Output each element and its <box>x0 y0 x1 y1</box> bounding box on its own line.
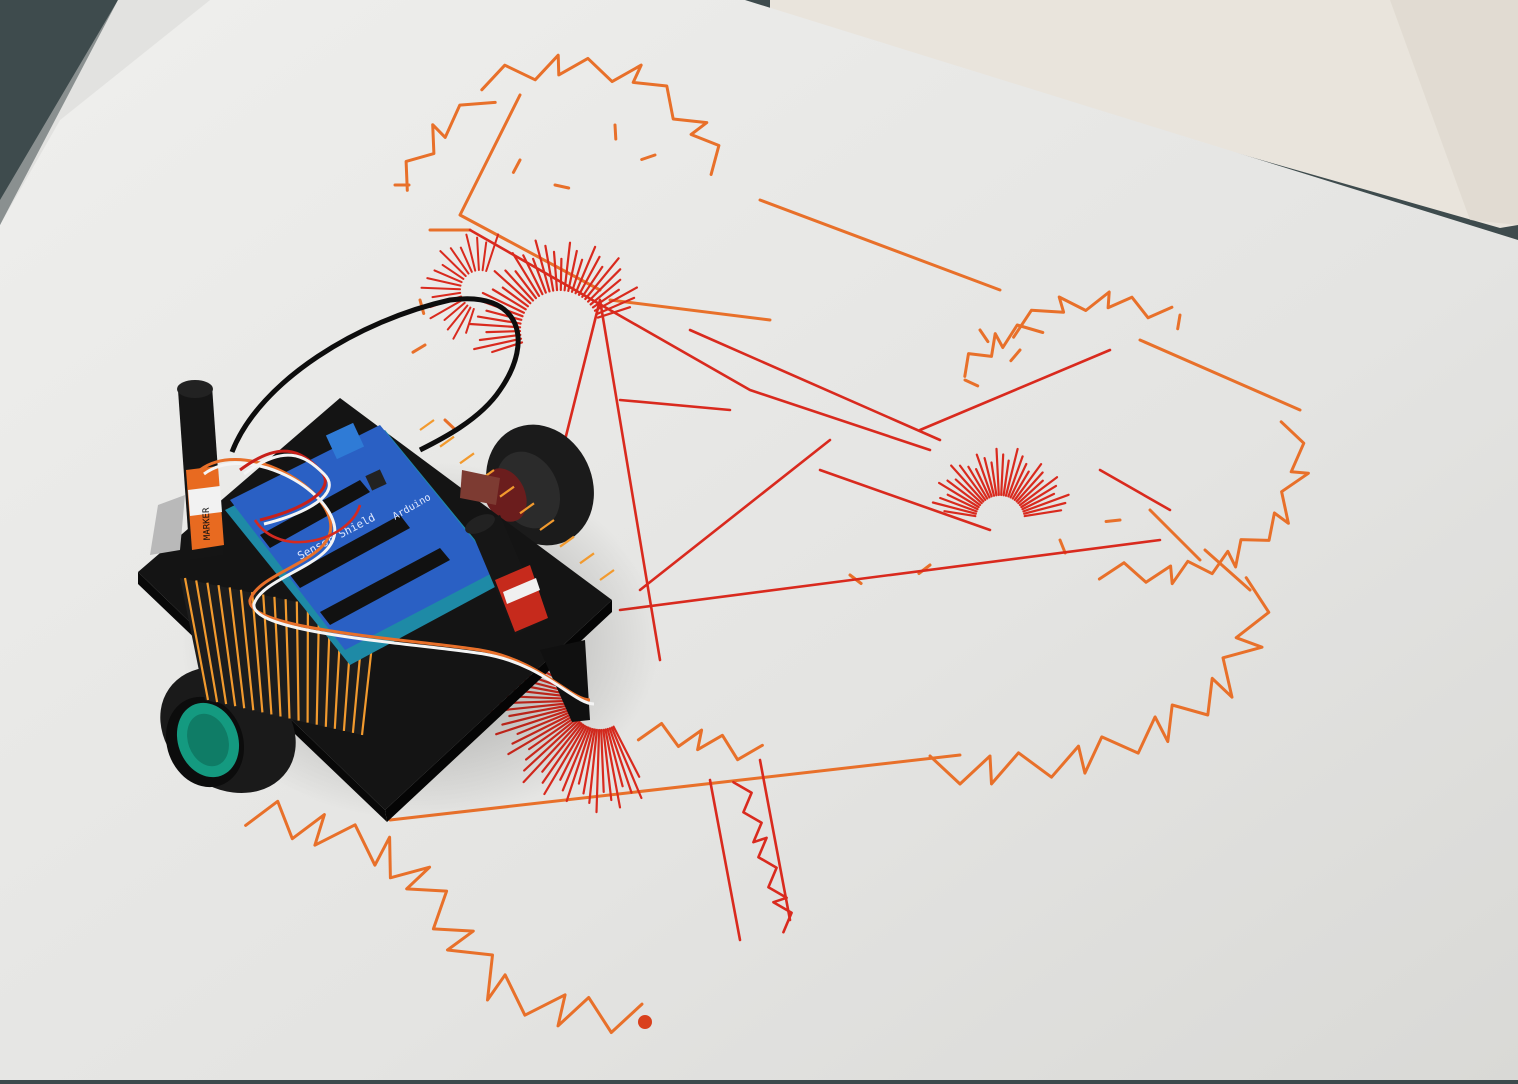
ink-loop-dash <box>963 323 1045 378</box>
servo-wire-red <box>253 504 362 544</box>
servo-motor <box>460 470 500 505</box>
ink-straight-red <box>468 228 1172 662</box>
terminal-block <box>325 422 365 460</box>
servo-wire-white <box>243 453 331 526</box>
ink-loop-right-top <box>1012 290 1174 339</box>
ink-loop-top <box>480 53 721 176</box>
front-wheel <box>160 667 296 793</box>
paper-curl <box>0 0 210 225</box>
usb-cable <box>229 296 521 453</box>
rear-marker: MARKER <box>177 380 224 560</box>
marker-bracket <box>540 640 590 722</box>
rear-wheel <box>483 424 594 546</box>
ink-loop-mid <box>636 722 764 762</box>
front-marker <box>465 514 548 635</box>
drawing-robot: Sensor Shield Arduino MARKER <box>138 296 660 822</box>
shield-header-row <box>290 515 410 588</box>
orange-thread-wrap <box>183 419 615 736</box>
ink-straight-red-2 <box>708 758 792 942</box>
thread-strands <box>183 419 615 736</box>
marker-label: MARKER <box>202 507 213 540</box>
ink-loop-bottom-right <box>928 576 1271 786</box>
ink-straight-orange-2 <box>1148 508 1252 592</box>
ink-loop-bottom-left <box>244 799 644 1034</box>
shield-header-row <box>260 480 370 548</box>
ink-end-dot <box>638 1015 652 1029</box>
ink-straight-orange <box>388 93 1302 822</box>
ink-burst-right <box>931 447 1070 518</box>
caster-blade <box>150 495 185 555</box>
wall <box>770 0 1518 228</box>
ink-loop-right <box>1097 420 1310 586</box>
shield-header-row <box>320 548 450 625</box>
ink-loop-top-left <box>404 100 497 192</box>
ink-zig-red-bottom <box>732 780 793 934</box>
wall-shadow <box>1390 0 1518 225</box>
reset-button <box>365 469 387 491</box>
ink-burst-left <box>420 233 500 340</box>
servo-wire-white <box>203 462 595 706</box>
